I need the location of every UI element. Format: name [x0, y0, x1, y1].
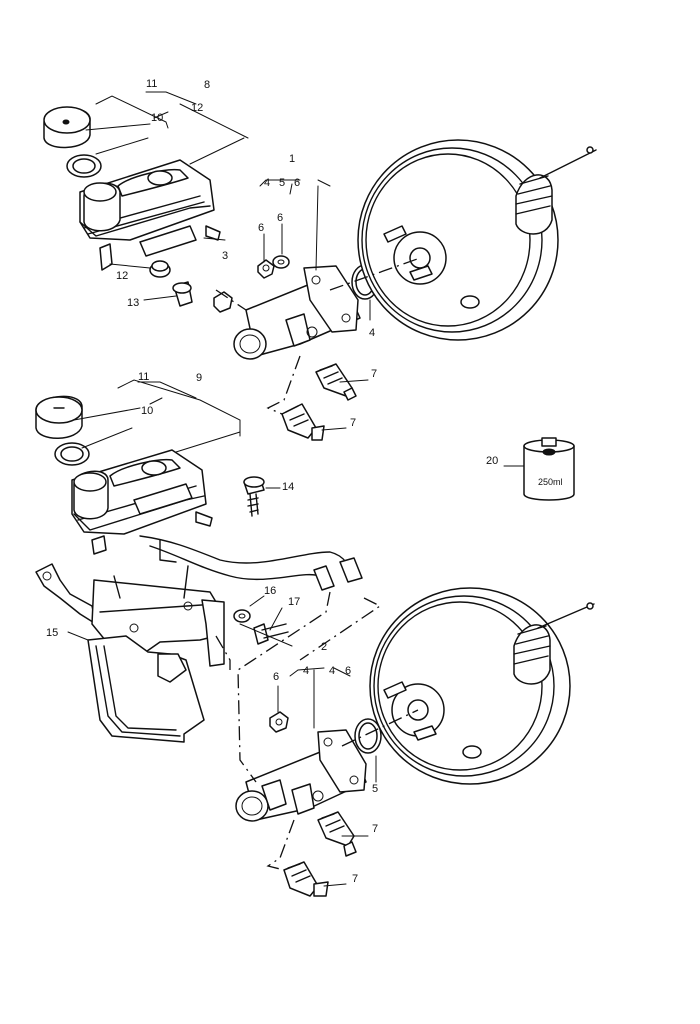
fluid-can-label: 250ml: [538, 477, 563, 487]
bolt-17: [253, 623, 289, 645]
pressure-switch-7-bottom-b: [283, 861, 329, 897]
callout-4-top-bracket: 4: [264, 177, 270, 189]
reservoir-seal-ring-top: [66, 154, 102, 178]
bolt-14: [243, 476, 265, 517]
callout-8: 8: [204, 79, 210, 91]
callout-4-bottom: 5: [372, 783, 378, 795]
callout-11-top: 11: [146, 78, 157, 90]
callout-6-top-bracket: 6: [294, 177, 300, 189]
callout-7-top-b: 7: [350, 417, 356, 429]
assembly-line-top-c: [329, 257, 421, 291]
brake-booster-top: [357, 139, 597, 341]
assembly-line-bottom-c: [266, 819, 295, 871]
master-cylinder-top: [233, 265, 361, 360]
pressure-switch-7-top-b: [281, 403, 325, 441]
reservoir-cap-bottom: [35, 395, 83, 439]
pressure-switch-7-top-a: [315, 363, 357, 401]
callout-20: 20: [486, 455, 498, 467]
assembly-line-bottom-b: [299, 597, 382, 661]
callout-12-top-a: 12: [191, 102, 203, 114]
reservoir-seal-ring-bottom: [54, 442, 90, 466]
callout-13: 13: [127, 297, 139, 309]
washer-5-top: [272, 255, 290, 269]
callout-7-bottom-a: 7: [372, 823, 378, 835]
callout-17: 17: [288, 596, 300, 608]
assembly-line-top-b: [215, 289, 247, 311]
callout-4-bottom-a: 4: [303, 665, 309, 677]
callout-6-top: 6: [258, 222, 264, 234]
callout-4-bottom-bracket: 4: [329, 665, 335, 677]
callout-15: 15: [46, 627, 58, 639]
callout-7-bottom-b: 7: [352, 873, 358, 885]
brake-fluid-reservoir-bottom: [71, 449, 213, 555]
assembly-line-top-a: [266, 355, 301, 415]
callout-10-bottom: 10: [141, 405, 153, 417]
callout-5-top-bracket: 5: [279, 177, 285, 189]
callout-11-bottom: 11: [138, 371, 149, 383]
brake-fluid-reservoir-top: [79, 159, 221, 271]
nut-6-bottom: [269, 711, 289, 733]
brake-fluid-can-250ml: 250ml: [503, 437, 575, 501]
pressure-switch-7-bottom-a: [317, 811, 357, 857]
bracket-15: [35, 563, 225, 743]
callout-4-top: 4: [369, 327, 375, 339]
callout-3: 3: [222, 250, 228, 262]
callout-6-bottom-bracket-a: 6: [273, 671, 279, 683]
callout-9: 9: [196, 372, 202, 384]
bolt-13: [172, 281, 193, 307]
brake-booster-bottom: [369, 587, 595, 785]
brake-lines: [139, 535, 363, 591]
leaders-top: [85, 91, 371, 431]
callout-10-top: 10: [151, 112, 163, 124]
callout-2: 2: [321, 641, 327, 653]
callout-1: 1: [289, 153, 295, 165]
leaders-bottom: [67, 379, 377, 887]
callout-12-top-b: 12: [116, 270, 128, 282]
callout-16: 16: [264, 585, 276, 597]
washer-16: [233, 609, 251, 623]
master-cylinder-bottom: [235, 729, 367, 822]
callout-6-bottom-bracket-b: 6: [345, 665, 351, 677]
callout-5-top: 6: [277, 212, 283, 224]
nut-6-top: [257, 259, 275, 279]
callout-7-top-a: 7: [371, 368, 377, 380]
assembly-line-bottom-d: [215, 635, 231, 670]
assembly-line-bottom-a: [237, 591, 331, 783]
callout-14: 14: [282, 481, 294, 493]
o-ring-4-bottom: [354, 718, 382, 754]
grommet-top: [149, 260, 171, 278]
reservoir-cap-top: [43, 106, 91, 149]
